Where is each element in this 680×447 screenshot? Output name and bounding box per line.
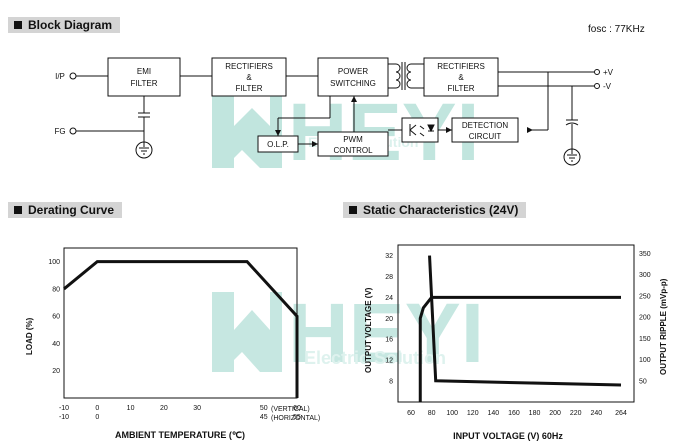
bullet-square bbox=[349, 206, 357, 214]
emi-label-1: EMI bbox=[137, 67, 151, 76]
block-diagram-title: Block Diagram bbox=[8, 17, 121, 33]
derating-curve-line bbox=[63, 260, 299, 398]
derating-xtick-label-horizontal: 45 bbox=[260, 414, 268, 421]
static-ytick-right-label: 150 bbox=[639, 336, 651, 343]
static-ytick-right-label: 100 bbox=[639, 357, 651, 364]
static-xtick-label: 100 bbox=[446, 410, 458, 417]
static-ytick-right-label: 350 bbox=[639, 251, 651, 258]
derating-xtick-label: 60 bbox=[293, 405, 301, 412]
static-ytick-right-label: 200 bbox=[639, 315, 651, 322]
pwm-label-1: PWM bbox=[343, 135, 363, 144]
det-label-1: DETECTION bbox=[462, 121, 508, 130]
derating-ylabel: LOAD (%) bbox=[25, 317, 34, 355]
rect-label-2: & bbox=[246, 73, 252, 82]
vplus-label: +V bbox=[603, 68, 614, 77]
rect-label-3: FILTER bbox=[236, 84, 263, 93]
static-xtick-label: 240 bbox=[590, 410, 602, 417]
fosc-label: fosc : 77KHz bbox=[588, 24, 645, 35]
static-ytick-left-label: 32 bbox=[385, 253, 393, 260]
derating-xtick-label-horizontal: 0 bbox=[95, 414, 99, 421]
static-xtick-label: 120 bbox=[467, 410, 479, 417]
output-voltage-line bbox=[418, 295, 621, 402]
psw-label-2: SWITCHING bbox=[330, 79, 376, 88]
static-ytick-left-label: 8 bbox=[389, 379, 393, 386]
static-ytick-left-label: 12 bbox=[385, 358, 393, 365]
fg-label: FG bbox=[54, 127, 65, 136]
static-ytick-right-label: 300 bbox=[639, 272, 651, 279]
static-xlabel: INPUT VOLTAGE (V) 60Hz bbox=[453, 431, 563, 441]
derating-xtick-label: 0 bbox=[95, 405, 99, 412]
derating-ytick-label: 80 bbox=[52, 286, 60, 293]
olp-label: O.L.P. bbox=[267, 140, 289, 149]
block-diagram-title-text: Block Diagram bbox=[28, 18, 113, 32]
static-ytick-right-label: 50 bbox=[639, 378, 647, 385]
static-title-text: Static Characteristics (24V) bbox=[363, 203, 519, 217]
det-label-2: CIRCUIT bbox=[469, 132, 502, 141]
static-ytick-right-label: 250 bbox=[639, 293, 651, 300]
static-xtick-label: 220 bbox=[570, 410, 582, 417]
static-xtick-label: 180 bbox=[529, 410, 541, 417]
derating-xtick-label: 10 bbox=[127, 405, 135, 412]
static-xtick-label: 60 bbox=[407, 410, 415, 417]
static-xtick-label: 140 bbox=[488, 410, 500, 417]
rect2-label-1: RECTIFIERS bbox=[437, 62, 485, 71]
derating-title: Derating Curve bbox=[8, 202, 123, 218]
derating-xtick-label: 30 bbox=[193, 405, 201, 412]
derating-title-text: Derating Curve bbox=[28, 203, 115, 217]
static-ytick-left-label: 20 bbox=[385, 316, 393, 323]
bullet-square bbox=[14, 206, 22, 214]
derating-ytick-label: 40 bbox=[52, 341, 60, 348]
static-xtick-label: 80 bbox=[428, 410, 436, 417]
rect-label-1: RECTIFIERS bbox=[225, 62, 273, 71]
derating-xtick-label: 20 bbox=[160, 405, 168, 412]
derating-vertical-label: (VERTICAL) bbox=[271, 406, 310, 413]
static-ylabel-left: OUTPUT VOLTAGE (V) bbox=[364, 287, 373, 373]
rect2-label-3: FILTER bbox=[448, 84, 475, 93]
derating-ytick-label: 20 bbox=[52, 368, 60, 375]
derating-horizontal-label: (HORIZONTAL) bbox=[271, 415, 320, 422]
static-xtick-label: 264 bbox=[615, 410, 627, 417]
static-ytick-left-label: 28 bbox=[385, 274, 393, 281]
optocoupler-icon bbox=[409, 124, 435, 137]
static-xtick-label: 200 bbox=[549, 410, 561, 417]
rect2-label-2: & bbox=[458, 73, 464, 82]
ip-label: I/P bbox=[55, 72, 65, 81]
derating-xtick-label: -10 bbox=[59, 405, 69, 412]
derating-ytick-label: 60 bbox=[52, 314, 60, 321]
static-xtick-label: 160 bbox=[508, 410, 520, 417]
vminus-label: -V bbox=[603, 82, 612, 91]
derating-xtick-label-horizontal: 55 bbox=[293, 414, 301, 421]
psw-label-1: POWER bbox=[338, 67, 368, 76]
emi-label-2: FILTER bbox=[131, 79, 158, 88]
derating-xtick-label: 50 bbox=[260, 405, 268, 412]
derating-ytick-label: 100 bbox=[48, 259, 60, 266]
derating-xlabel: AMBIENT TEMPERATURE (℃) bbox=[115, 430, 245, 440]
pwm-label-2: CONTROL bbox=[333, 146, 373, 155]
static-ytick-left-label: 24 bbox=[385, 295, 393, 302]
static-ylabel-right: OUTPUT RIPPLE (mVp-p) bbox=[659, 278, 668, 375]
static-title: Static Characteristics (24V) bbox=[343, 202, 527, 218]
derating-xtick-label-horizontal: -10 bbox=[59, 414, 69, 421]
static-ytick-left-label: 16 bbox=[385, 337, 393, 344]
static-plot-frame bbox=[397, 244, 635, 403]
bullet-square bbox=[14, 21, 22, 29]
output-ripple-line bbox=[428, 255, 622, 387]
